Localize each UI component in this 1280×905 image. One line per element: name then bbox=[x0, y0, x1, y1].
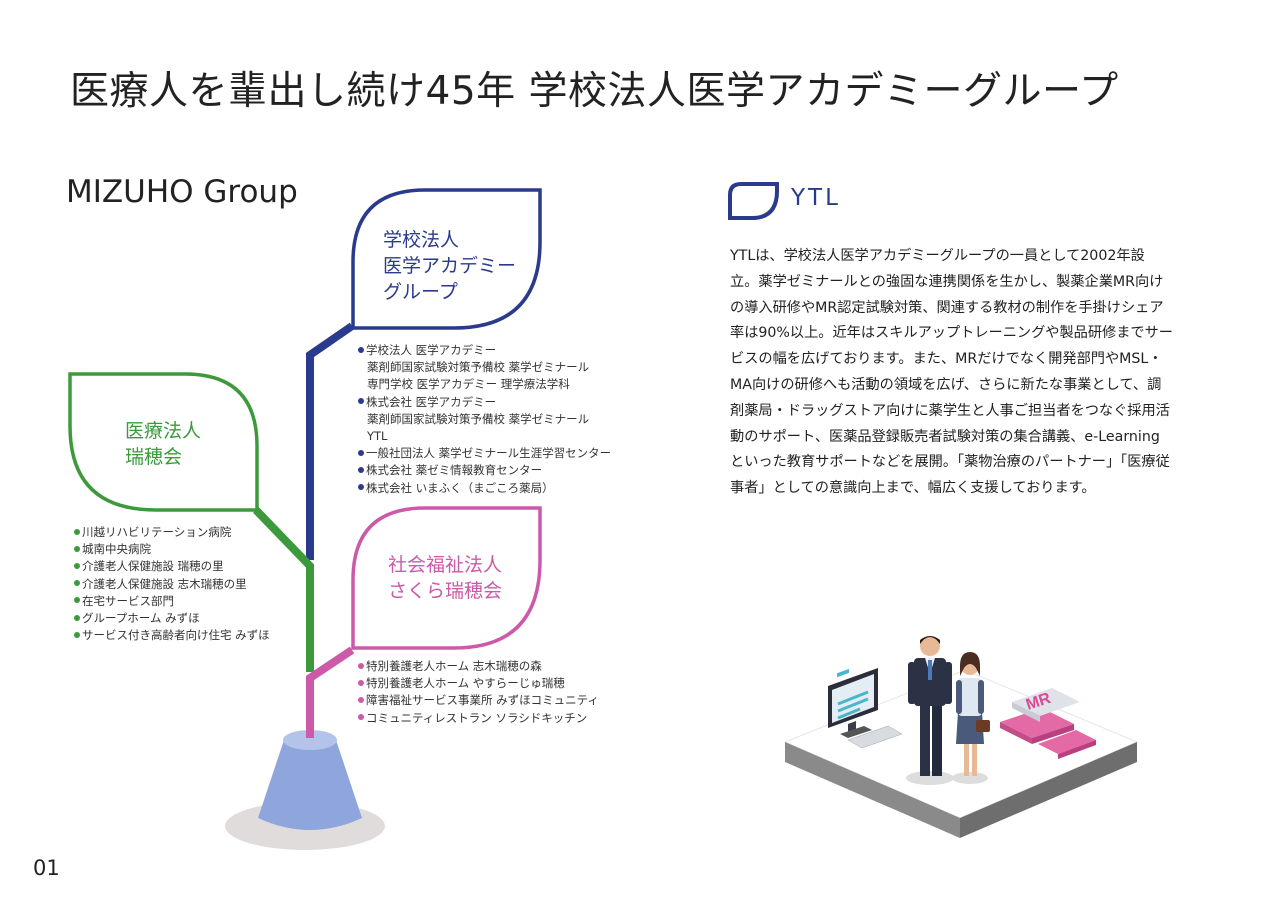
list-item: 介護老人保健施設 志木瑞穂の里 bbox=[74, 576, 270, 593]
mr-books-icon: MR bbox=[1000, 688, 1096, 759]
ytl-description: YTLは、学校法人医学アカデミーグループの一員として2002年設 立。薬学ゼミナ… bbox=[730, 244, 1200, 502]
pink-stem bbox=[306, 646, 355, 738]
sakura-leaf bbox=[351, 506, 542, 650]
ytl-description-line: 立。薬学ゼミナールとの強固な連携関係を生かし、製薬企業MR向け bbox=[730, 273, 1164, 290]
list-item: 株式会社 医学アカデミー bbox=[358, 394, 611, 411]
list-item: コミュニティレストラン ソラシドキッチン bbox=[358, 710, 599, 727]
list-item: 株式会社 薬ゼミ情報教育センター bbox=[358, 462, 611, 479]
list-item: 株式会社 いまふく（まごころ薬局） bbox=[358, 480, 611, 497]
mizuho-name: 医療法人 瑞穂会 bbox=[125, 418, 201, 470]
ytl-logo-icon bbox=[728, 182, 779, 220]
academy-name: 学校法人 医学アカデミー グループ bbox=[383, 227, 516, 305]
list-item: 川越リハビリテーション病院 bbox=[74, 524, 270, 541]
mr-book-label: MR bbox=[1024, 690, 1053, 714]
mizuho-name-line: 瑞穂会 bbox=[125, 446, 183, 468]
page-number: 01 bbox=[33, 856, 60, 880]
business-people-illustration: MR bbox=[783, 636, 1139, 838]
list-item: 薬剤師国家試験対策予備校 薬学ゼミナール bbox=[367, 411, 590, 426]
ytl-description-line: といった教育サポートなどを展開。「薬物治療のパートナー」「医療従 bbox=[730, 454, 1170, 471]
academy-name-line: 医学アカデミー bbox=[383, 255, 517, 277]
list-item: 城南中央病院 bbox=[74, 541, 270, 558]
group-title: MIZUHO Group bbox=[66, 174, 298, 210]
mizuho-name-line: 医療法人 bbox=[125, 420, 202, 442]
businesswoman-figure bbox=[952, 652, 990, 784]
academy-list: 学校法人 医学アカデミー 薬剤師国家試験対策予備校 薬学ゼミナール 専門学校 医… bbox=[358, 342, 611, 497]
ytl-description-line: 事者」としての意識向上まで、幅広く支援しております。 bbox=[730, 480, 1096, 497]
mizuho-leaf bbox=[68, 372, 259, 512]
ytl-description-line: ビスの幅を広げております。また、MRだけでなく開発部門やMSL・ bbox=[730, 351, 1163, 368]
list-item: 障害福祉サービス事業所 みずほコミュニティ bbox=[358, 692, 599, 709]
academy-name-line: グループ bbox=[383, 281, 458, 303]
ytl-logo-text: YTL bbox=[791, 185, 841, 211]
sakura-name: 社会福祉法人 さくら瑞穂会 bbox=[388, 552, 502, 604]
list-item: 特別養護老人ホーム やすらーじゅ瑞穂 bbox=[358, 675, 599, 692]
monitor-icon bbox=[828, 668, 878, 738]
list-item: 介護老人保健施設 瑞穂の里 bbox=[74, 558, 270, 575]
list-item: グループホーム みずほ bbox=[74, 610, 270, 627]
sakura-name-line: さくら瑞穂会 bbox=[388, 580, 503, 602]
list-item: YTL bbox=[367, 429, 388, 444]
sakura-name-line: 社会福祉法人 bbox=[388, 554, 503, 576]
ytl-description-line: YTLは、学校法人医学アカデミーグループの一員として2002年設 bbox=[730, 248, 1145, 264]
ytl-description-line: 率は90%以上。近年はスキルアップトレーニングや製品研修までサー bbox=[730, 325, 1173, 342]
list-item: 薬剤師国家試験対策予備校 薬学ゼミナール bbox=[367, 360, 590, 375]
businessman-figure bbox=[906, 636, 954, 785]
academy-leaf bbox=[351, 188, 542, 330]
pot-top bbox=[283, 730, 337, 750]
ytl-description-line: 動のサポート、医薬品登録販売者試験対策の集合講義、e-Learning bbox=[730, 428, 1160, 445]
ytl-description-line: MA向けの研修へも活動の領域を広げ、さらに新たな事業として、調 bbox=[730, 376, 1162, 393]
page-title: 医療人を輩出し続け45年 学校法人医学アカデミーグループ bbox=[70, 69, 1119, 114]
green-stem bbox=[253, 507, 314, 672]
list-item: 専門学校 医学アカデミー 理学療法学科 bbox=[367, 377, 570, 392]
list-item: 学校法人 医学アカデミー bbox=[358, 342, 611, 359]
mizuho-list: 川越リハビリテーション病院 城南中央病院 介護老人保健施設 瑞穂の里 介護老人保… bbox=[74, 524, 270, 644]
group-tree-diagram bbox=[68, 188, 542, 850]
sakura-list: 特別養護老人ホーム 志木瑞穂の森 特別養護老人ホーム やすらーじゅ瑞穂 障害福祉… bbox=[358, 658, 599, 727]
list-item: サービス付き高齢者向け住宅 みずほ bbox=[74, 627, 270, 644]
list-item: 一般社団法人 薬学ゼミナール生涯学習センター bbox=[358, 445, 611, 462]
ytl-description-line: 剤薬局・ドラッグストア向けに薬学生と人事ご担当者をつなぐ採用活 bbox=[730, 402, 1170, 419]
ytl-description-line: の導入研修やMR認定試験対策、関連する教材の制作を手掛けシェア bbox=[730, 299, 1164, 316]
list-item: 特別養護老人ホーム 志木瑞穂の森 bbox=[358, 658, 599, 675]
keyboard-icon bbox=[847, 725, 903, 749]
list-item: 在宅サービス部門 bbox=[74, 593, 270, 610]
navy-stem bbox=[306, 322, 355, 560]
pot bbox=[258, 740, 362, 830]
academy-name-line: 学校法人 bbox=[383, 229, 460, 251]
